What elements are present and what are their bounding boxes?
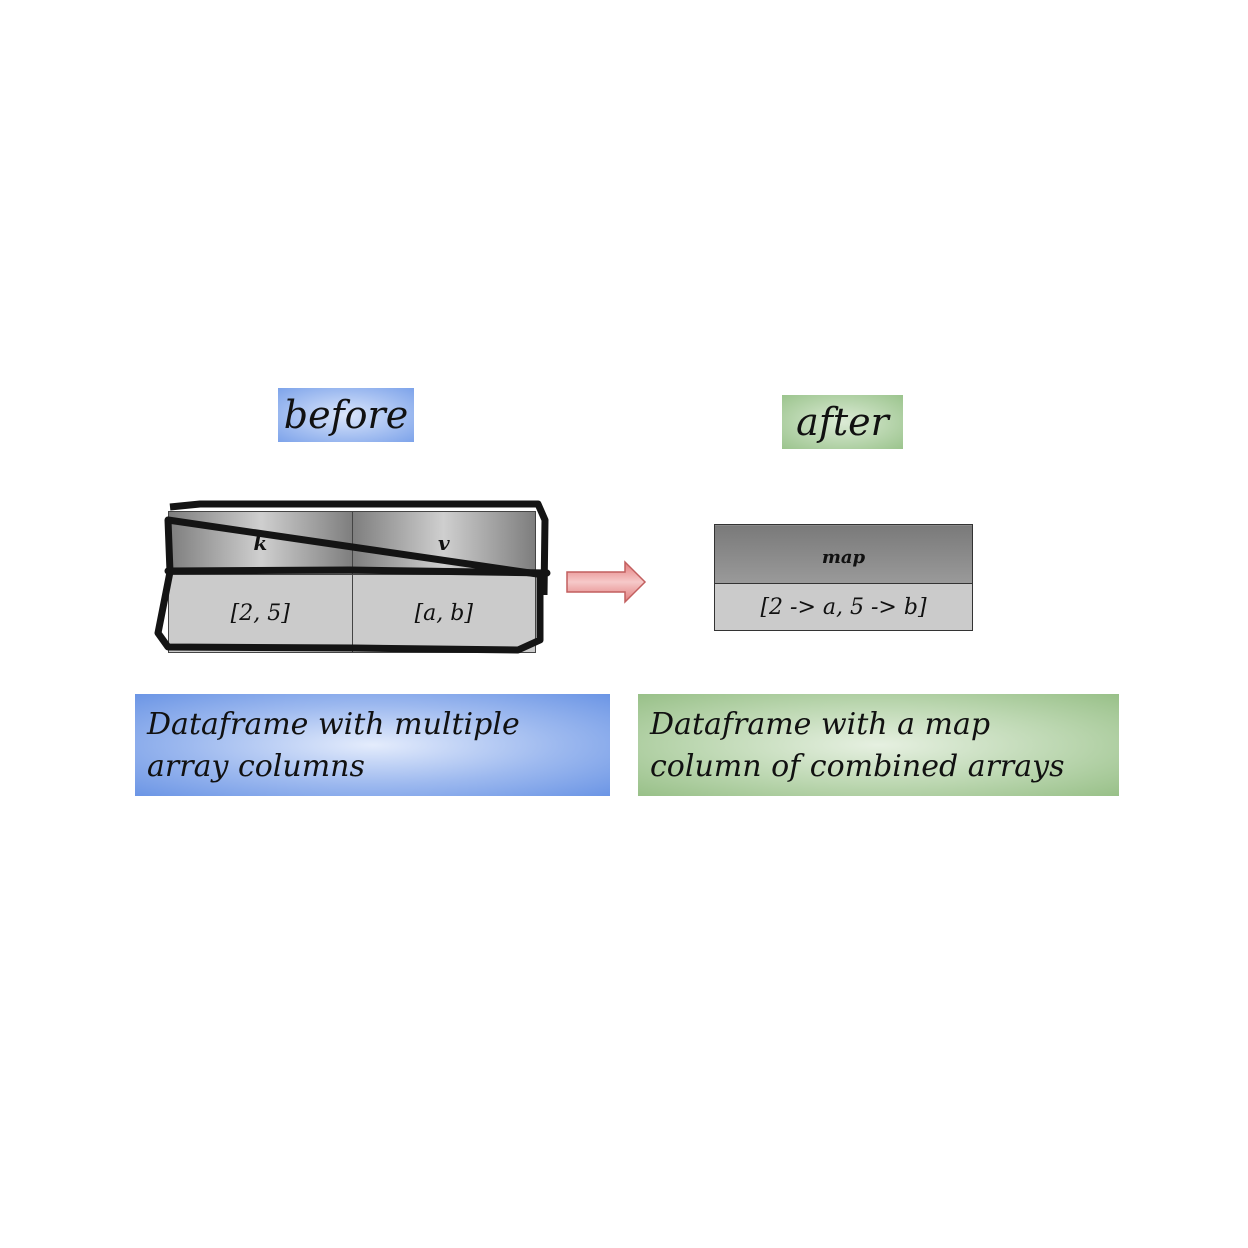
before-header-k: k bbox=[168, 511, 353, 575]
before-value-v: [a, b] bbox=[351, 574, 536, 653]
before-caption: Dataframe with multiple array columns bbox=[135, 694, 610, 796]
before-dataframe-table: k v [2, 5] [a, b] bbox=[168, 511, 536, 653]
before-value-row: [2, 5] [a, b] bbox=[168, 574, 536, 653]
right-arrow-icon bbox=[566, 560, 647, 604]
after-label: after bbox=[782, 395, 903, 449]
after-value-map: [2 -> a, 5 -> b] bbox=[714, 583, 973, 631]
after-header-map: map bbox=[714, 524, 973, 584]
after-dataframe-table: map [2 -> a, 5 -> b] bbox=[714, 524, 973, 631]
after-value-row: [2 -> a, 5 -> b] bbox=[714, 583, 973, 631]
after-header-row: map bbox=[714, 524, 973, 584]
before-header-v: v bbox=[351, 511, 536, 575]
before-header-row: k v bbox=[168, 511, 536, 575]
before-label: before bbox=[278, 388, 414, 442]
before-value-k: [2, 5] bbox=[168, 574, 353, 653]
after-caption: Dataframe with a map column of combined … bbox=[638, 694, 1119, 796]
